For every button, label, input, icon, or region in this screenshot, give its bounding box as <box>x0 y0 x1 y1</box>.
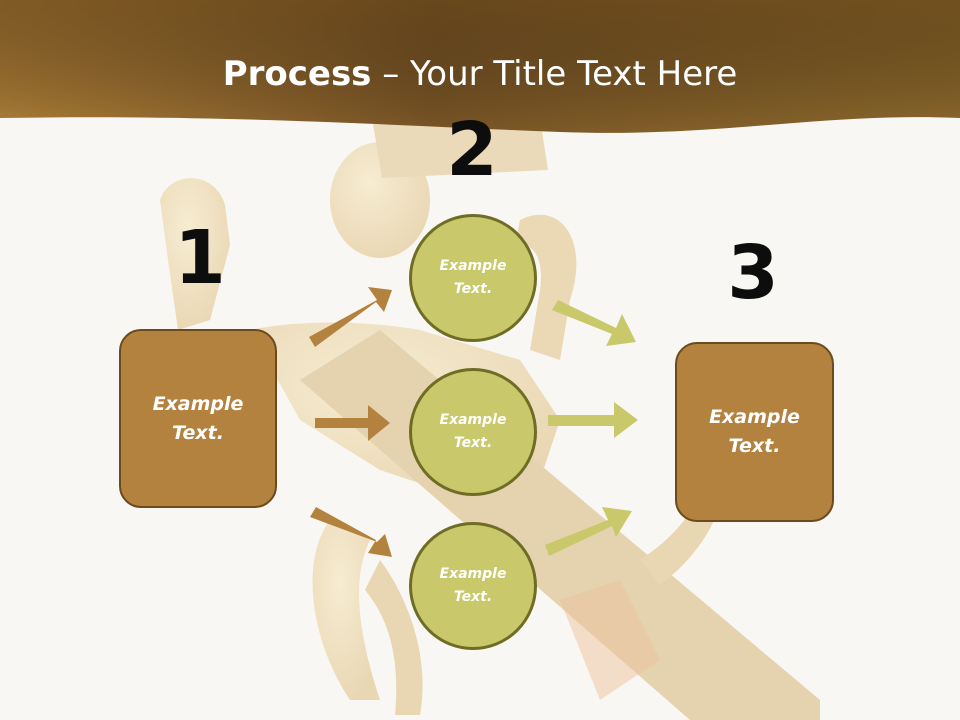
step-number-2: 2 <box>446 107 498 193</box>
title-rest: – Your Title Text Here <box>371 54 738 94</box>
step-3-label: Example Text. <box>709 406 800 457</box>
slide-title: Process – Your Title Text Here <box>0 52 960 96</box>
step-1-label: Example Text. <box>152 392 244 444</box>
step-number-1: 1 <box>174 215 226 301</box>
circle-label: Example Text. <box>439 412 507 451</box>
step-3-box: Example Text. <box>675 342 834 522</box>
title-bold: Process <box>222 54 372 94</box>
circle-label: Example Text. <box>439 566 507 605</box>
arrow-to-top-circle <box>309 287 392 347</box>
circle-label: Example Text. <box>439 258 507 297</box>
arrow-to-bottom-circle <box>310 507 392 557</box>
arrow-to-middle-circle <box>315 405 390 441</box>
step-2-circle-top: Example Text. <box>409 214 537 342</box>
arrow-from-middle-circle <box>548 402 638 438</box>
step-1-box: Example Text. <box>119 329 277 508</box>
step-2-circle-middle: Example Text. <box>409 368 537 496</box>
arrow-from-bottom-circle <box>545 507 632 556</box>
arrow-from-top-circle <box>552 300 636 346</box>
step-2-circle-bottom: Example Text. <box>409 522 537 650</box>
step-number-3: 3 <box>727 230 779 316</box>
